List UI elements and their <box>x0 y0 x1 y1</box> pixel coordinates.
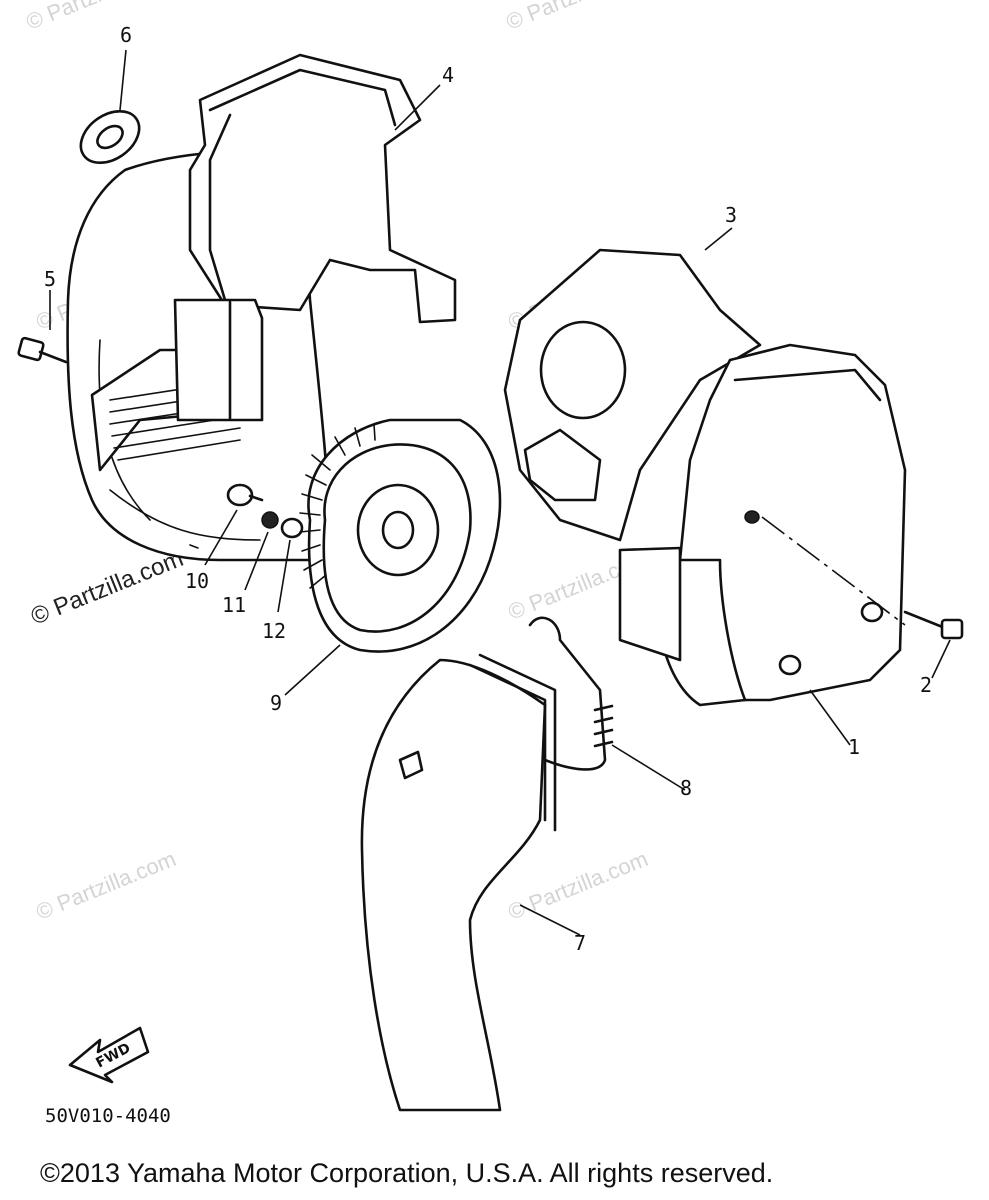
watermark: © Partzilla.com <box>505 846 652 925</box>
callout-12: 12 <box>262 619 286 643</box>
diagram-code: 50V010-4040 <box>45 1105 171 1127</box>
callout-1: 1 <box>848 735 860 759</box>
callout-6: 6 <box>120 23 132 47</box>
bolt-part-2 <box>903 610 964 679</box>
leader-4 <box>394 84 441 131</box>
callout-8: 8 <box>680 776 692 800</box>
fan-fins <box>299 423 376 589</box>
watermark-dark: © Partzilla.com <box>27 545 187 631</box>
callout-3: 3 <box>725 203 737 227</box>
callout-9: 9 <box>270 691 282 715</box>
watermark: © Partzilla.com <box>503 0 650 35</box>
watermark: © Partzilla.com <box>33 846 180 925</box>
callout-4: 4 <box>442 63 454 87</box>
bolt-part-5 <box>17 290 68 364</box>
small-hardware <box>204 483 304 613</box>
callout-2: 2 <box>920 673 932 697</box>
air-box-part-1 <box>618 343 907 746</box>
flywheel-fan-part-9 <box>284 418 502 696</box>
intake-duct-part-7 <box>360 653 581 1112</box>
forward-arrow: FWD <box>68 1026 150 1084</box>
callout-labels: 1 2 3 4 5 6 7 8 9 10 11 12 <box>44 23 932 955</box>
fan-shroud-cover <box>173 53 457 422</box>
watermark: © Partzilla.com <box>23 0 170 35</box>
callout-5: 5 <box>44 267 56 291</box>
hose-part-8 <box>528 616 686 791</box>
callout-7: 7 <box>574 931 586 955</box>
callout-11: 11 <box>222 593 246 617</box>
callout-10: 10 <box>185 569 209 593</box>
copyright-notice: ©2013 Yamaha Motor Corporation, U.S.A. A… <box>40 1158 773 1188</box>
seal-part-6 <box>79 49 141 165</box>
duct-box-part-3 <box>503 227 762 542</box>
